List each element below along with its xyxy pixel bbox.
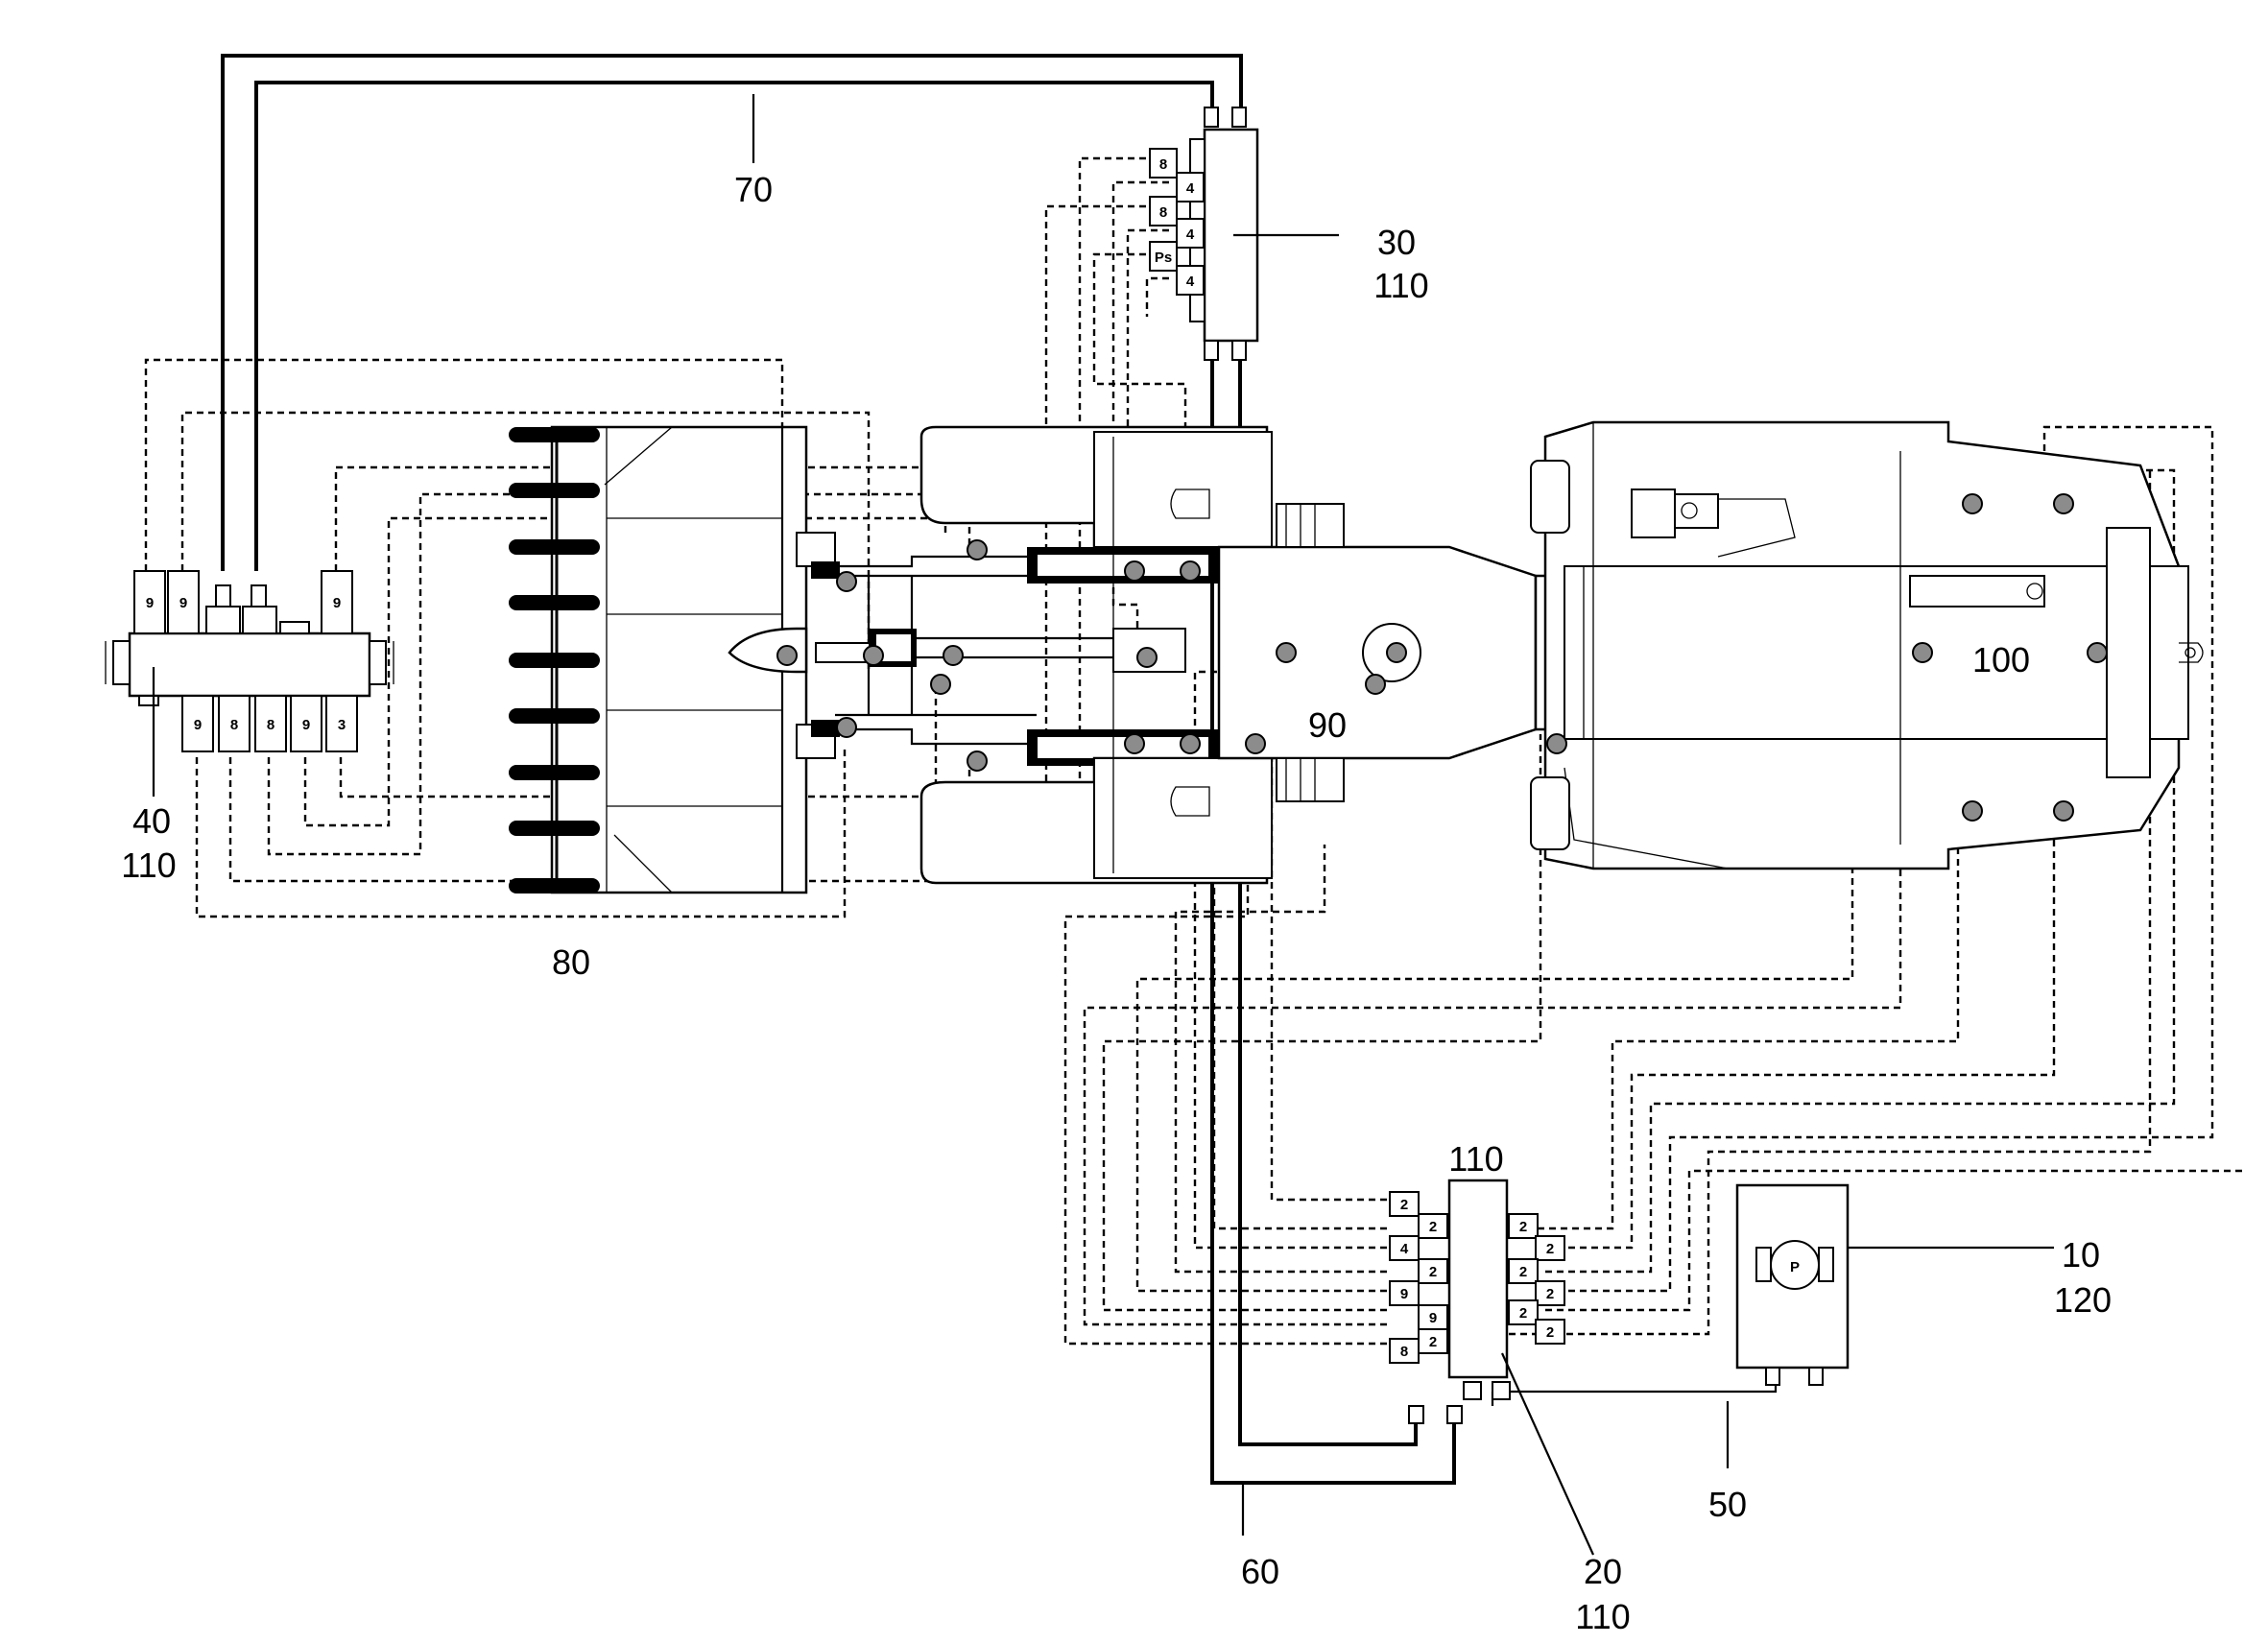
label-20-sub: 110 [1575,1597,1630,1636]
dist30-port-6 [1176,265,1205,296]
lube-points [776,493,2108,822]
main-line-60 [1210,350,1456,1485]
dist40-top-port-2 [167,570,200,634]
distributor-20: 2 2 4 2 9 9 2 8 2 2 2 2 2 2 [1389,1179,1565,1424]
label-20-top: 110 [1448,1139,1503,1179]
dist40-top-port-1 [133,570,166,634]
dist20-left-port-5 [1389,1280,1420,1306]
front-frame-90 [919,425,1586,885]
rear-frame-100 [1530,420,2204,870]
line-70 [221,54,1243,571]
dist20-left-port-7 [1418,1328,1448,1354]
dist40-bottom-port-1 [181,695,214,752]
label-50: 50 [1708,1485,1747,1524]
dist40-top-label-1: 9 [146,595,154,611]
dist40-bottom-port-4 [290,695,322,752]
dist30-port-label-3: 8 [1159,204,1167,221]
label-40: 40 [132,801,171,841]
dist20-left-port-8 [1389,1338,1420,1364]
dist30-port-label-2: 4 [1186,180,1195,197]
dist20-right-label-3: 2 [1519,1264,1527,1280]
distributor-40: 9 9 9 9 8 8 9 3 [105,570,394,797]
dist40-bottom-label-1: 9 [194,717,202,733]
dist40-bottom-label-2: 8 [230,717,238,733]
label-80: 80 [552,942,590,982]
dist40-bottom-port-5 [325,695,358,752]
dist20-left-label-5: 9 [1400,1286,1408,1302]
label-70: 70 [734,170,773,209]
dist30-port-3 [1149,196,1178,226]
dist20-right-label-6: 2 [1546,1324,1554,1341]
pump-10: P [1735,1183,2054,1386]
dist40-bottom-port-2 [218,695,251,752]
dist20-left-label-2: 2 [1429,1219,1437,1235]
reference-labels: 70 30 110 40 110 80 90 100 110 10 120 50… [121,170,2112,1636]
dist20-right-label-2: 2 [1546,1241,1554,1257]
distributor-30: 8 4 8 4 Ps 4 [1149,107,1339,361]
pump-icon [1770,1240,1820,1290]
label-90: 90 [1308,705,1347,745]
dist20-left-label-4: 2 [1429,1264,1437,1280]
dist40-top-label-2: 9 [179,595,187,611]
dist20-right-label-4: 2 [1546,1286,1554,1302]
dist30-port-4 [1176,218,1205,249]
pump-symbol: P [1790,1259,1800,1275]
label-100: 100 [1972,640,2030,679]
label-40-sub: 110 [121,846,176,885]
dist40-top-label-3: 9 [333,595,341,611]
dist20-left-label-7: 2 [1429,1334,1437,1350]
bucket-teeth [509,427,600,893]
dist40-bottom-port-3 [254,695,287,752]
dist20-left-label-6: 9 [1429,1310,1437,1326]
dist20-right-label-1: 2 [1519,1219,1527,1235]
dist20-right-label-5: 2 [1519,1305,1527,1322]
label-30: 30 [1377,223,1416,262]
label-20: 20 [1584,1552,1622,1591]
label-30-sub: 110 [1373,266,1428,305]
dist30-port-1 [1149,148,1178,179]
dist20-left-label-1: 2 [1400,1197,1408,1213]
dist40-top-port-3 [321,570,353,634]
dist20-right-port-6 [1535,1319,1565,1345]
dist20-right-port-2 [1535,1235,1565,1261]
leader-lines [752,94,1730,1556]
dist20-left-port-1 [1389,1191,1420,1217]
dist20-left-port-3 [1389,1235,1420,1261]
dist20-left-port-2 [1418,1213,1448,1239]
dist20-right-port-5 [1508,1299,1539,1325]
dist40-bottom-label-5: 3 [338,717,346,733]
dist30-port-2 [1176,172,1205,203]
line-50 [1491,1368,1778,1406]
dist30-port-5 [1149,241,1178,272]
dist20-left-label-3: 4 [1400,1241,1409,1257]
label-120: 120 [2054,1280,2112,1320]
dist20-right-port-3 [1508,1258,1539,1284]
dist40-bottom-label-3: 8 [267,717,275,733]
dist30-port-label-1: 8 [1159,156,1167,173]
dist20-right-port-1 [1508,1213,1539,1239]
dist20-right-port-4 [1535,1280,1565,1306]
dist30-port-label-4: 4 [1186,226,1195,243]
dist20-left-label-8: 8 [1400,1344,1408,1360]
label-60: 60 [1241,1552,1279,1591]
dist20-left-port-4 [1418,1258,1448,1284]
dist40-bottom-label-4: 9 [302,717,310,733]
label-10: 10 [2062,1235,2100,1275]
dist30-port-label-5: Ps [1155,250,1172,266]
dist30-port-label-6: 4 [1186,274,1195,290]
